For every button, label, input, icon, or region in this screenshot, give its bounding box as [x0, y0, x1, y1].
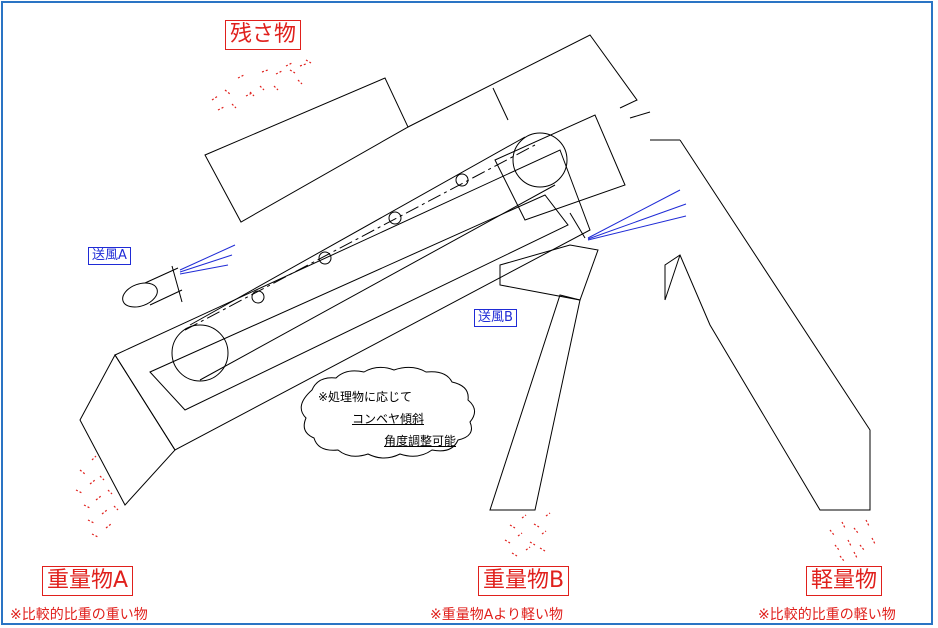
blower-a-fan: [122, 282, 158, 308]
belt-center: [184, 144, 536, 331]
upper-housing: [407, 34, 638, 128]
heavy-b-discharge: [489, 294, 581, 511]
belt-top: [189, 136, 526, 326]
heavy-a-chute: [79, 354, 176, 506]
conveyor-inner-frame: [149, 194, 569, 411]
blower-a-jets: [179, 244, 236, 275]
heavy-a-note: ※比較的比重の重い物: [10, 607, 148, 623]
residue-label: 残さ物: [225, 20, 302, 50]
residue-particles: [211, 59, 312, 111]
heavy-b-chute: [499, 244, 599, 301]
blower-b-label: 送風B: [474, 309, 517, 327]
blower-a-label: 送風A: [88, 247, 131, 265]
residue-chute: [204, 77, 409, 223]
light-label: 軽量物: [806, 566, 883, 596]
cloud-callout: [300, 366, 475, 459]
heavy-a-label: 重量物A: [42, 566, 134, 596]
idler-3: [388, 211, 402, 225]
drive-box: [494, 114, 626, 221]
idler-1: [251, 290, 265, 304]
light-chute: [664, 139, 871, 511]
cloud-line-2: コンベヤ傾斜: [352, 412, 425, 426]
cloud-line-1: ※処理物に応じて: [318, 390, 413, 404]
heavy-a-particles: [75, 455, 119, 538]
heavy-b-particles: [504, 512, 551, 557]
blower-b-jets: [587, 189, 687, 241]
cloud-line-3: 角度調整可能: [384, 434, 457, 448]
heavy-b-note: ※重量物Aより軽い物: [430, 607, 564, 623]
drum-upper: [512, 132, 568, 188]
heavy-b-label: 重量物B: [478, 566, 570, 596]
drum-lower: [171, 324, 229, 382]
idler-4: [455, 173, 469, 187]
belt-bottom: [199, 184, 556, 381]
idler-2: [318, 251, 332, 265]
light-note: ※比較的比重の軽い物: [758, 607, 896, 623]
light-particles: [829, 519, 876, 562]
